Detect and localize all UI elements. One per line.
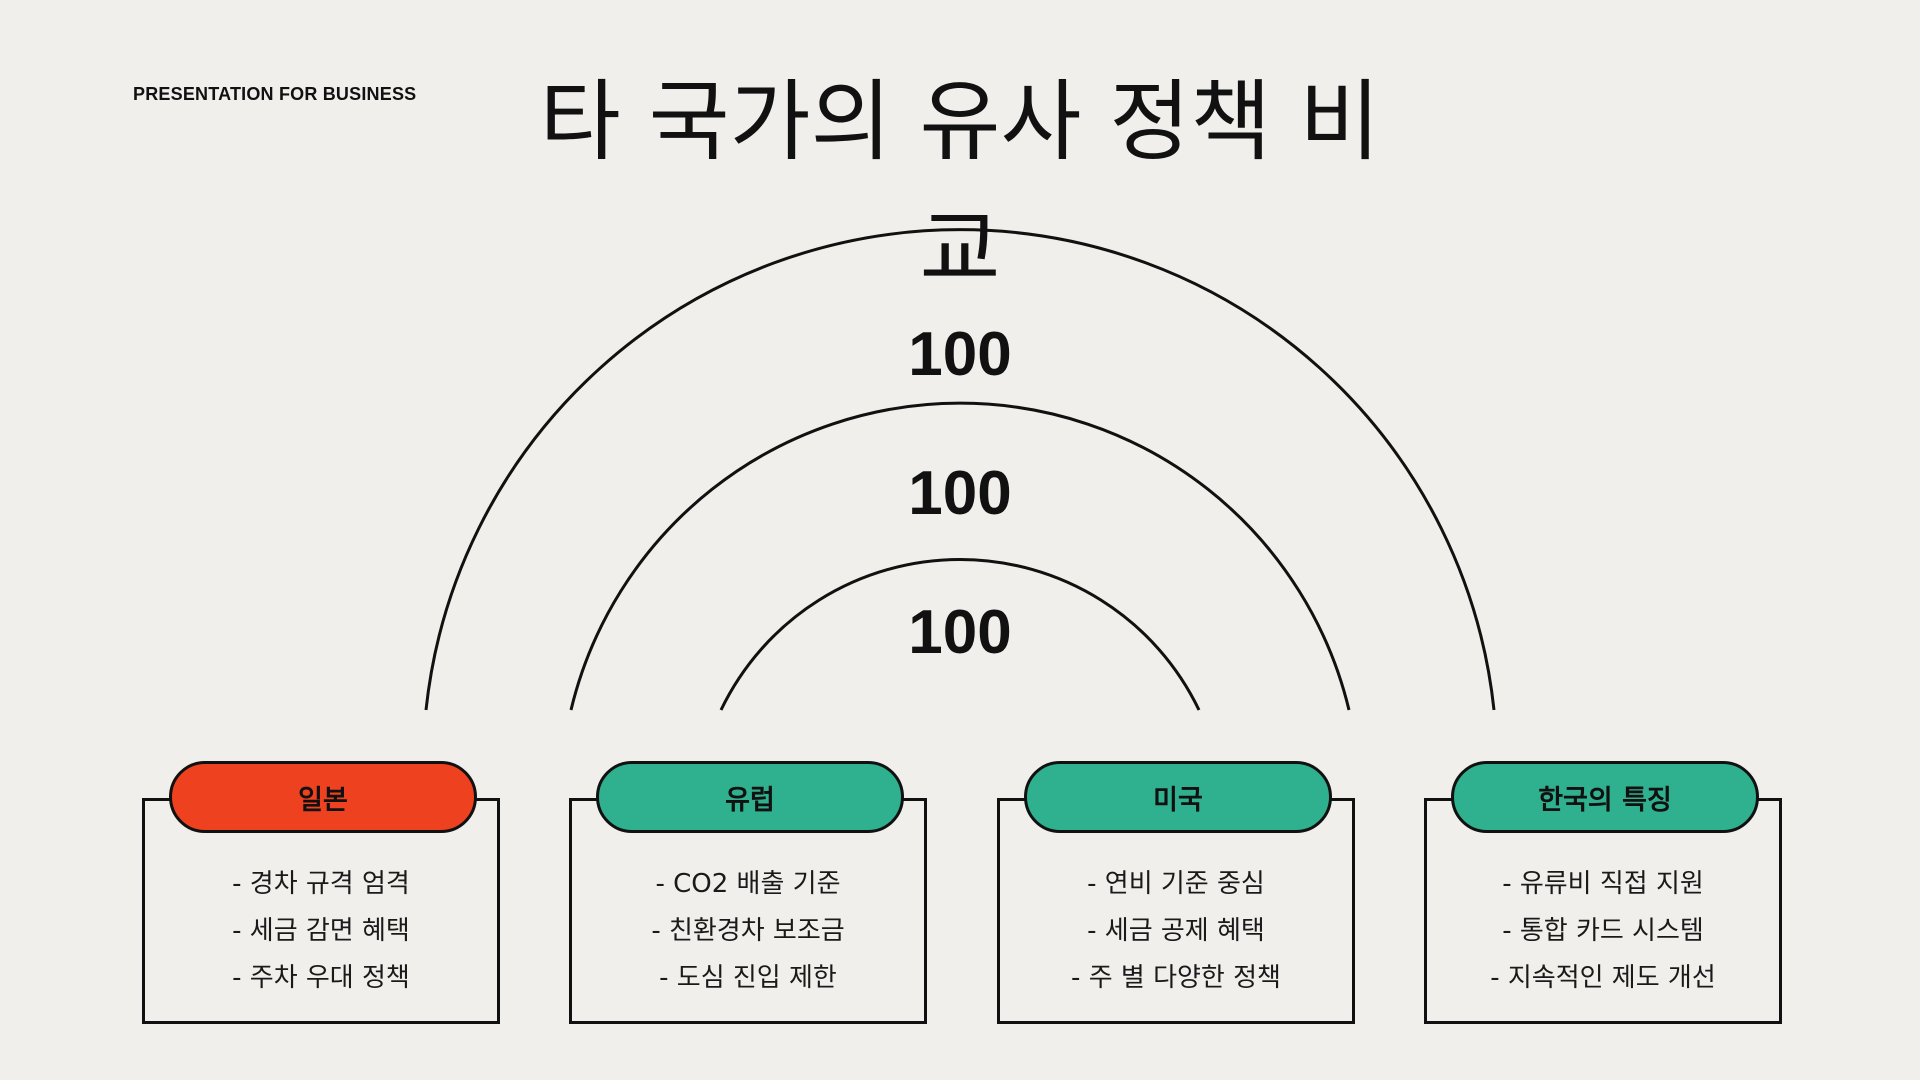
- list-item: - 지속적인 제도 개선: [1490, 963, 1716, 993]
- card-japan: 일본 - 경차 규격 엄격 - 세금 감면 혜택 - 주차 우대 정책: [142, 761, 500, 1024]
- card-europe-items: - CO2 배출 기준 - 친환경차 보조금 - 도심 진입 제한: [572, 861, 924, 1002]
- card-korea: 한국의 특징 - 유류비 직접 지원 - 통합 카드 시스템 - 지속적인 제도…: [1424, 761, 1782, 1024]
- list-item: - 통합 카드 시스템: [1502, 916, 1704, 946]
- card-europe: 유럽 - CO2 배출 기준 - 친환경차 보조금 - 도심 진입 제한: [569, 761, 927, 1024]
- card-usa: 미국 - 연비 기준 중심 - 세금 공제 혜택 - 주 별 다양한 정책: [997, 761, 1355, 1024]
- list-item: - 주 별 다양한 정책: [1071, 963, 1281, 993]
- card-japan-items: - 경차 규격 엄격 - 세금 감면 혜택 - 주차 우대 정책: [145, 861, 497, 1002]
- list-item: - CO2 배출 기준: [655, 869, 841, 899]
- inner-ring-label: 100: [908, 598, 1012, 667]
- list-item: - 도심 진입 제한: [659, 963, 837, 993]
- list-item: - 경차 규격 엄격: [232, 869, 410, 899]
- list-item: - 세금 공제 혜택: [1087, 916, 1265, 946]
- list-item: - 세금 감면 혜택: [232, 916, 410, 946]
- list-item: - 친환경차 보조금: [651, 916, 845, 946]
- middle-arc: [569, 401, 1351, 711]
- list-item: - 주차 우대 정책: [232, 963, 410, 993]
- card-korea-title: 한국의 특징: [1451, 761, 1759, 833]
- list-item: - 유류비 직접 지원: [1502, 869, 1704, 899]
- outer-arc: [424, 228, 1496, 711]
- outer-ring-label: 100: [908, 320, 1012, 389]
- card-europe-title: 유럽: [596, 761, 904, 833]
- card-korea-items: - 유류비 직접 지원 - 통합 카드 시스템 - 지속적인 제도 개선: [1427, 861, 1779, 1002]
- presentation-tagline: PRESENTATION FOR BUSINESS: [133, 84, 417, 104]
- card-usa-items: - 연비 기준 중심 - 세금 공제 혜택 - 주 별 다양한 정책: [1000, 861, 1352, 1002]
- inner-arc: [719, 557, 1201, 711]
- list-item: - 연비 기준 중심: [1087, 869, 1265, 899]
- middle-ring-label: 100: [908, 459, 1012, 528]
- card-japan-title: 일본: [169, 761, 477, 833]
- card-usa-title: 미국: [1024, 761, 1332, 833]
- slide-title: 타 국가의 유사 정책 비교: [539, 70, 1381, 301]
